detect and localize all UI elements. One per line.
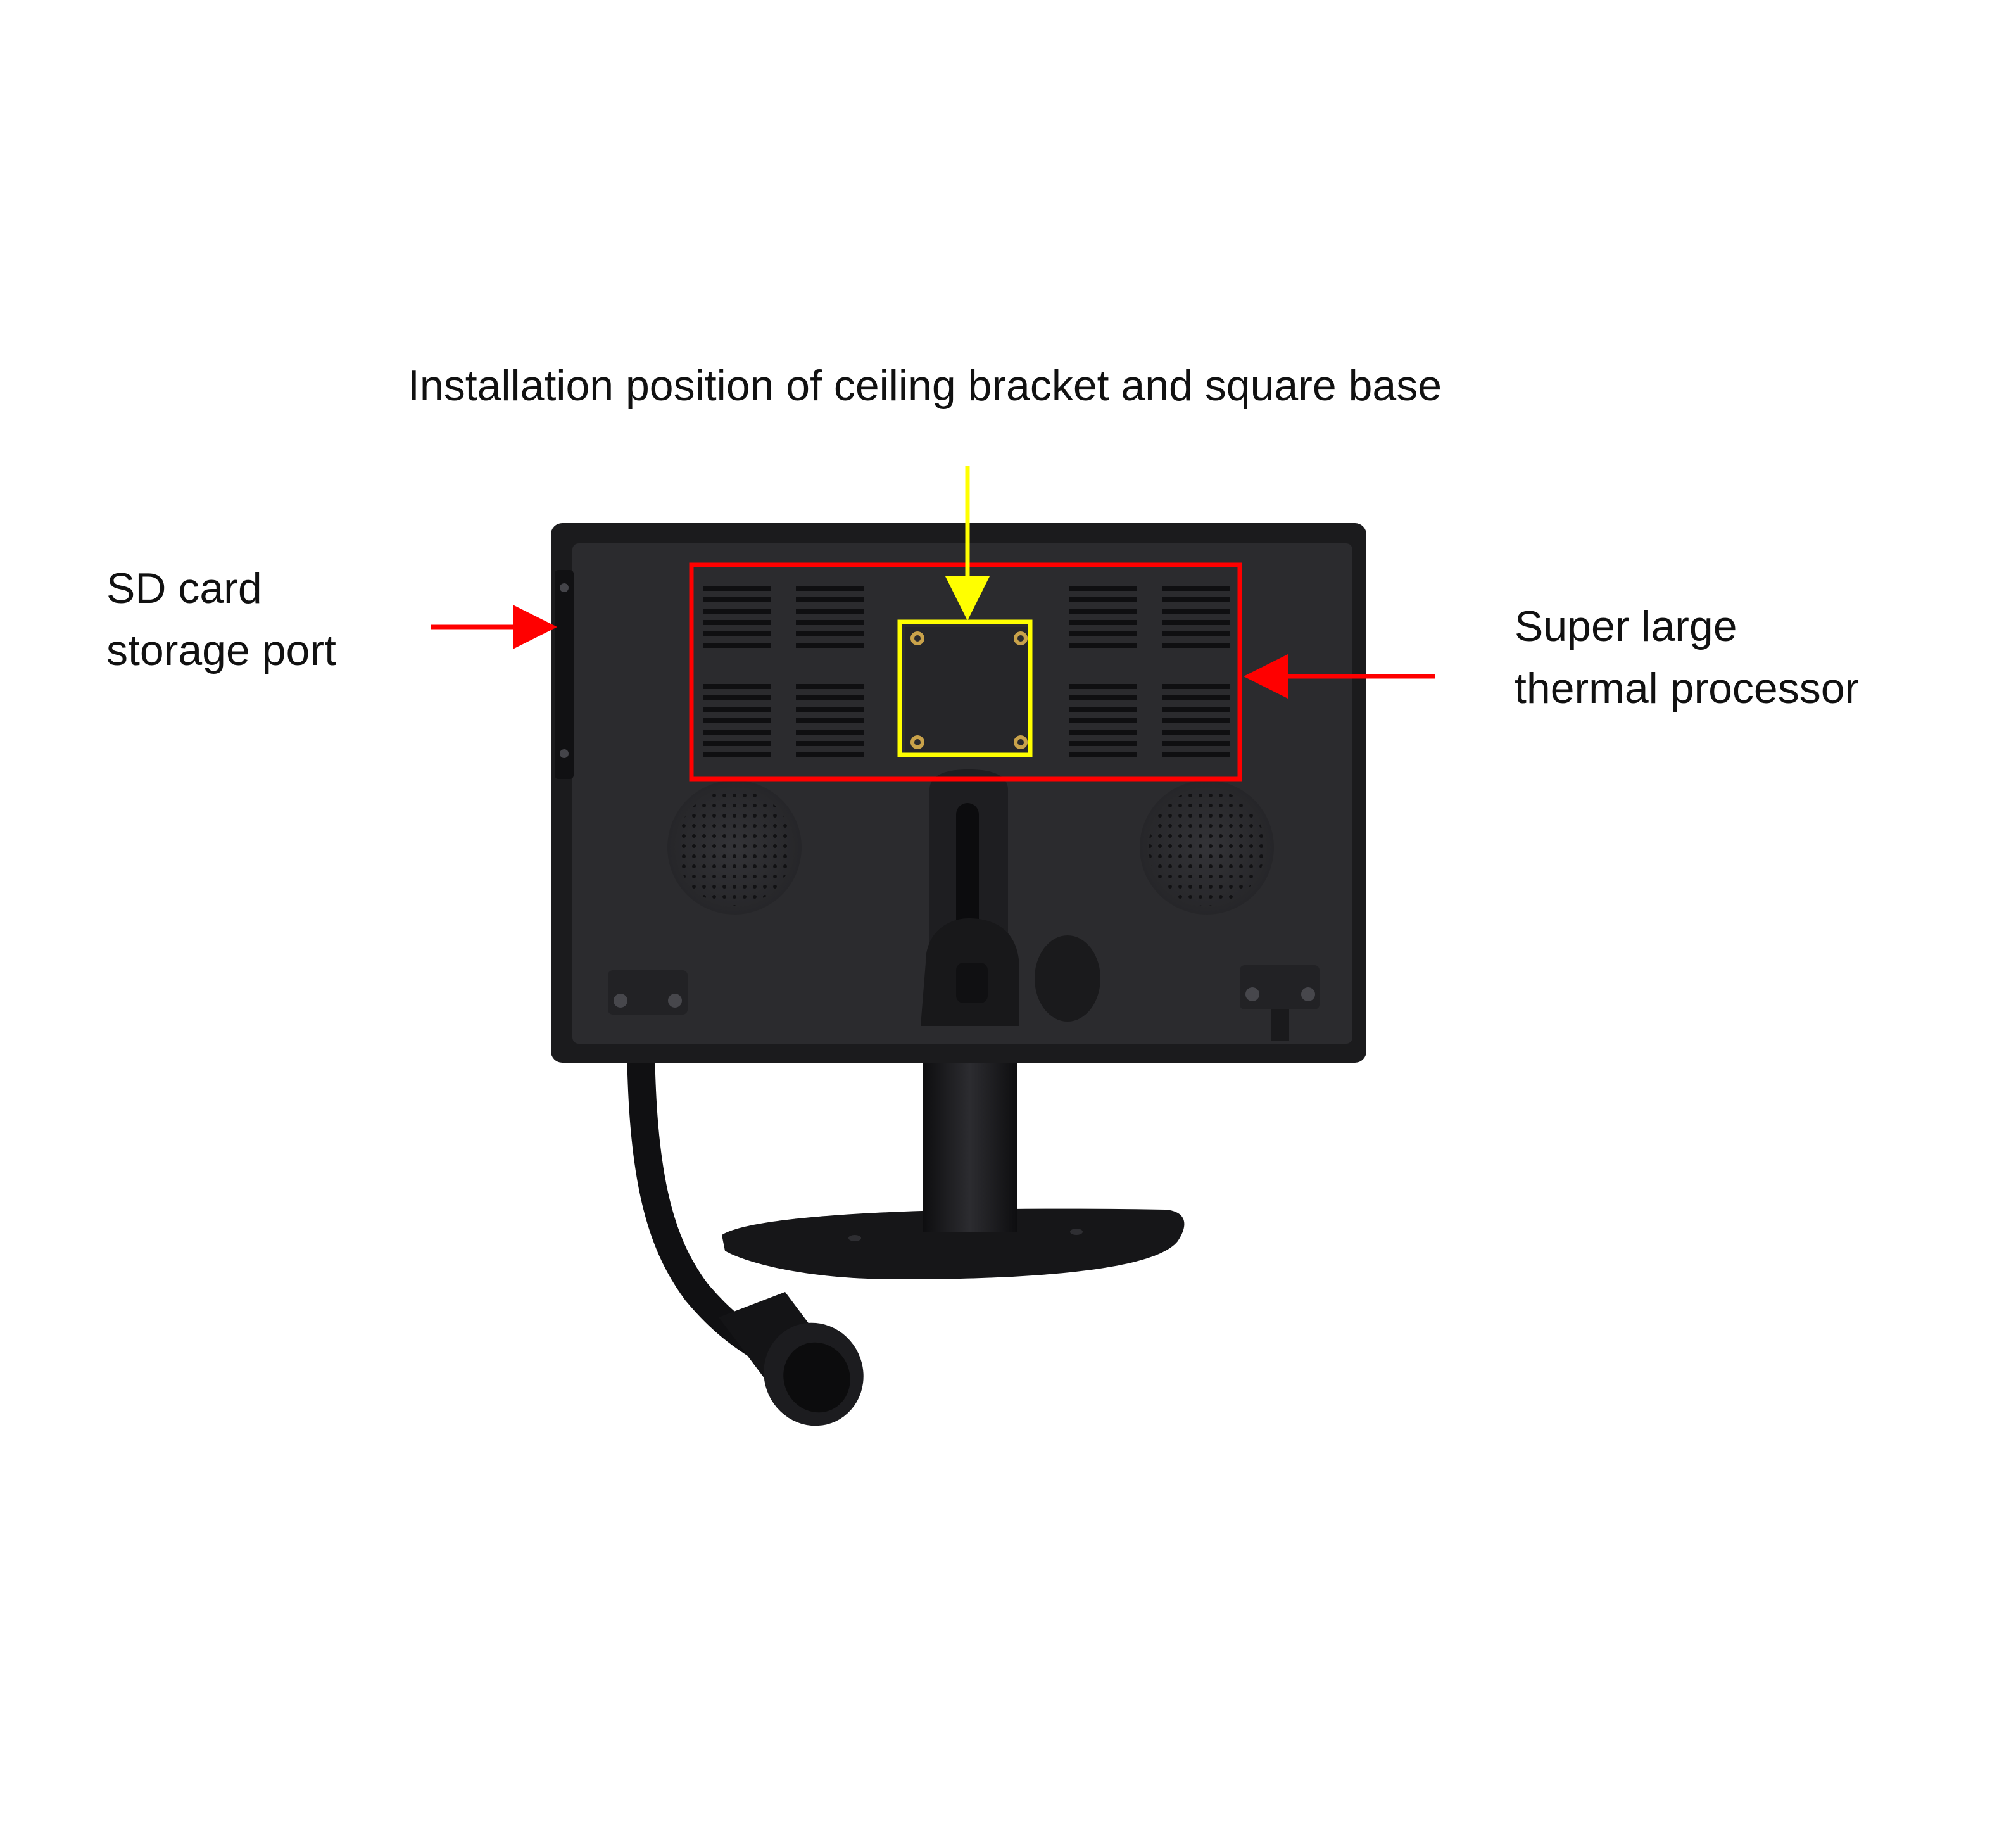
mount-area-highlight-box bbox=[897, 619, 1033, 757]
stand-arm bbox=[921, 769, 1100, 1026]
thermal-processor-label-line-1: Super large bbox=[1515, 602, 1737, 650]
right-cable-clamp bbox=[1240, 965, 1320, 1041]
thermal-processor-label: Super large thermal processor bbox=[1515, 595, 1859, 719]
right-speaker bbox=[1140, 780, 1274, 914]
tilt-knob bbox=[1035, 935, 1100, 1022]
power-cable bbox=[626, 999, 786, 1369]
stand-base bbox=[722, 1208, 1185, 1279]
sd-card-port-label-line-2: storage port bbox=[106, 626, 336, 674]
sd-card-port-label-line-1: SD card bbox=[106, 564, 262, 612]
left-speaker bbox=[667, 780, 802, 914]
sd-card-slot bbox=[555, 570, 574, 779]
sd-card-port-label: SD card storage port bbox=[106, 557, 336, 681]
left-cable-clamp bbox=[608, 970, 688, 1015]
thermal-processor-label-line-2: thermal processor bbox=[1515, 664, 1860, 712]
mount-position-label: Installation position of ceiling bracket… bbox=[408, 362, 1442, 410]
cable-connector bbox=[719, 1292, 864, 1426]
vesa-mount-plate bbox=[905, 627, 1032, 754]
vent-grille bbox=[703, 586, 1230, 757]
